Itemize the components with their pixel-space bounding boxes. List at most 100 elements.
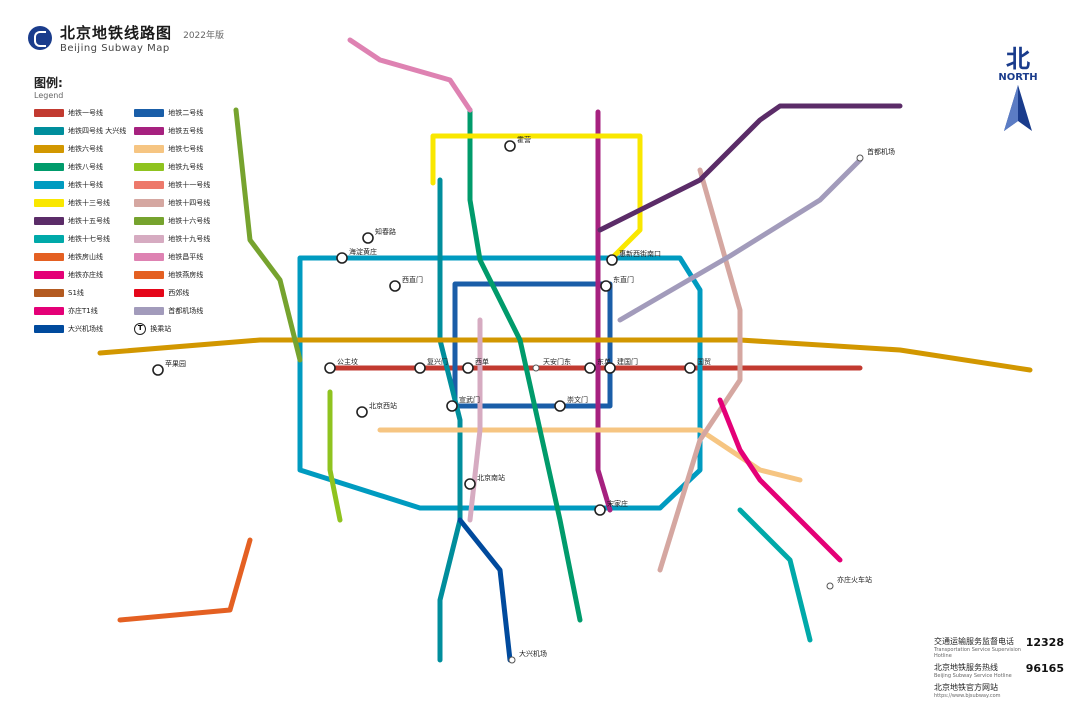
station-label: 宋家庄 <box>607 499 628 508</box>
legend-swatch <box>134 288 165 297</box>
legend-swatch <box>34 108 64 117</box>
title-block: 北京地铁线路图 2022年版 Beijing Subway Map <box>60 22 224 54</box>
station[interactable]: 东单 <box>584 357 611 374</box>
legend-label: 地铁五号线 <box>168 126 204 135</box>
station[interactable]: 东直门 <box>600 275 634 292</box>
station[interactable]: 霍营 <box>504 135 531 152</box>
legend-swatch <box>34 252 64 261</box>
legend-swatch <box>34 144 64 153</box>
station[interactable]: 建国门 <box>604 357 638 374</box>
legend-item: 亦庄T1线 <box>34 304 126 317</box>
hotline-number: 96165 <box>1025 662 1064 675</box>
legend-grid: 地铁一号线地铁二号线地铁四号线 大兴线地铁五号线地铁六号线地铁七号线地铁八号线地… <box>34 106 224 335</box>
station[interactable]: 天安门东 <box>532 357 571 372</box>
legend-swatch <box>134 198 165 207</box>
legend-label: 地铁十六号线 <box>168 216 211 225</box>
station[interactable]: 宋家庄 <box>594 499 628 516</box>
station[interactable]: 北京西站 <box>356 401 397 418</box>
subway-line-l9 <box>327 389 343 523</box>
station[interactable]: 崇文门 <box>554 395 588 412</box>
station-label: 国贸 <box>697 357 711 366</box>
subway-lines-layer <box>97 37 1033 663</box>
transfer-station-icon <box>389 280 401 292</box>
station[interactable]: 公主坟 <box>324 357 358 374</box>
station-label: 东直门 <box>613 275 634 284</box>
legend-label: 首都机场线 <box>168 306 204 315</box>
station[interactable]: 北京南站 <box>464 473 505 490</box>
station[interactable]: 知春路 <box>362 227 396 244</box>
legend-item: 地铁燕房线 <box>134 268 224 281</box>
subway-line-lcp <box>347 37 473 113</box>
legend-label: 地铁十三号线 <box>68 198 110 207</box>
legend-swatch <box>134 270 165 279</box>
transfer-station-icon <box>446 400 458 412</box>
legend-label: 地铁十五号线 <box>68 216 110 225</box>
subway-line-l19 <box>467 317 483 523</box>
legend-subtitle: Legend <box>34 91 64 100</box>
legend-label: 地铁燕房线 <box>168 270 204 279</box>
station[interactable]: 惠新西街南口 <box>606 249 661 266</box>
legend-label: 换乘站 <box>150 324 172 333</box>
subway-line-l13 <box>430 133 643 263</box>
subway-line-l7 <box>377 427 803 483</box>
station[interactable]: 国贸 <box>684 357 711 374</box>
legend-item: 地铁十四号线 <box>134 196 224 209</box>
station[interactable]: 复兴门 <box>414 357 448 374</box>
subway-line-l2 <box>452 281 613 409</box>
legend-item: 地铁十七号线 <box>34 232 126 245</box>
station[interactable]: 西直门 <box>389 275 423 292</box>
subway-line-l17 <box>737 507 813 643</box>
station-label: 知春路 <box>375 227 396 236</box>
transfer-station-icon <box>414 362 426 374</box>
legend-swatch <box>134 306 165 315</box>
compass-arrow-icon <box>1004 85 1032 131</box>
legend-swatch <box>34 216 64 225</box>
legend-item: 地铁十九号线 <box>134 232 224 245</box>
station-label: 宣武门 <box>459 395 480 404</box>
legend-swatch <box>34 306 64 315</box>
transfer-station-icon <box>464 478 476 490</box>
subway-line-l4 <box>437 177 463 663</box>
legend-label: S1线 <box>68 288 84 297</box>
legend-item: 地铁昌平线 <box>134 250 224 263</box>
station-label: 大兴机场 <box>519 649 547 658</box>
station[interactable]: 宣武门 <box>446 395 480 412</box>
transfer-station-icon <box>594 504 606 516</box>
station[interactable]: 海淀黄庄 <box>336 247 377 264</box>
legend-label: 地铁四号线 大兴线 <box>68 126 127 135</box>
north-label-en: NORTH <box>998 72 1038 83</box>
legend-label: 西郊线 <box>168 288 190 297</box>
legend-swatch <box>34 288 64 297</box>
subway-line-lair <box>617 157 863 323</box>
transfer-station-icon <box>606 254 618 266</box>
legend-label: 地铁一号线 <box>68 108 103 117</box>
legend-swatch <box>34 234 64 243</box>
station[interactable]: 西单 <box>462 357 489 374</box>
station[interactable]: 首都机场 <box>856 147 895 162</box>
legend-swatch <box>134 126 165 135</box>
transfer-station-icon <box>362 232 374 244</box>
legend-swatch <box>34 198 64 207</box>
station[interactable]: 亦庄火车站 <box>826 575 872 590</box>
map-title: 北京地铁线路图 <box>60 24 173 42</box>
legend-item: 地铁二号线 <box>134 106 224 119</box>
station[interactable]: 苹果园 <box>152 359 186 376</box>
station[interactable]: 大兴机场 <box>508 649 547 664</box>
legend-item: 地铁亦庄线 <box>34 268 126 281</box>
hotline-label-cn: 北京地铁官方网站 <box>934 683 998 692</box>
legend-item: 地铁四号线 大兴线 <box>34 124 126 137</box>
station-label: 西单 <box>475 357 489 366</box>
legend-label: 大兴机场线 <box>68 324 103 333</box>
subway-line-l16 <box>233 107 303 363</box>
hotline-label-cn: 交通运输服务监督电话 <box>934 637 1014 646</box>
subway-line-l15 <box>597 103 903 233</box>
transfer-station-icon <box>324 362 336 374</box>
legend-item: 地铁八号线 <box>34 160 126 173</box>
legend-swatch <box>34 180 64 189</box>
legend-item: 地铁十三号线 <box>34 196 126 209</box>
legend-label: 地铁亦庄线 <box>68 270 103 279</box>
